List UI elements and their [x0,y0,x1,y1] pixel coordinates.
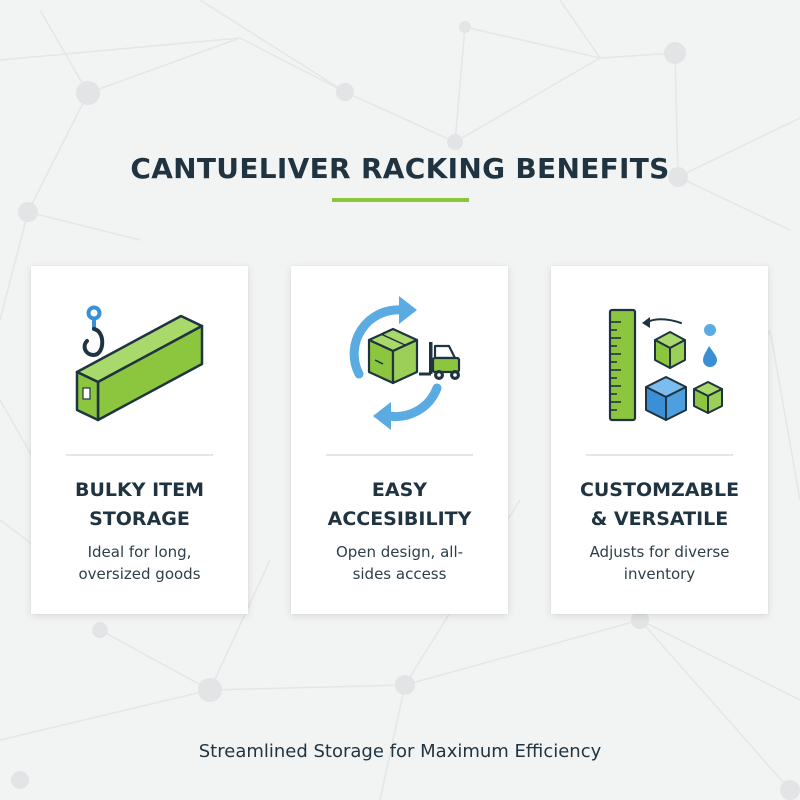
card-description: Open design, all- sides access [335,543,464,583]
card-divider [66,454,213,456]
card-description: Ideal for long, oversized goods [78,543,201,583]
forklift-cycle-icon [349,296,461,430]
footer-tagline: Streamlined Storage for Maximum Efficien… [198,741,602,762]
title-underline [332,198,469,202]
card-description: Adjusts for diverse inventory [589,543,730,583]
benefit-card-easy-accessibility: EASY ACCESIBILITY Open design, all- side… [291,266,508,614]
benefit-card-customizable: CUSTOMZABLE & VERSATILE Adjusts for dive… [551,266,768,614]
benefit-card-bulky-storage: BULKY ITEM STORAGE Ideal for long, overs… [31,266,248,614]
page-title: CANTUELIVER RACKING BENEFITS [130,152,670,185]
card-title: EASY ACCESIBILITY [327,479,472,530]
ruler-boxes-icon [608,308,723,422]
card-title: CUSTOMZABLE & VERSATILE [579,479,740,530]
card-divider [326,454,473,456]
card-divider [586,454,733,456]
steel-beam-hook-icon [75,305,204,422]
card-title: BULKY ITEM STORAGE [74,479,205,530]
